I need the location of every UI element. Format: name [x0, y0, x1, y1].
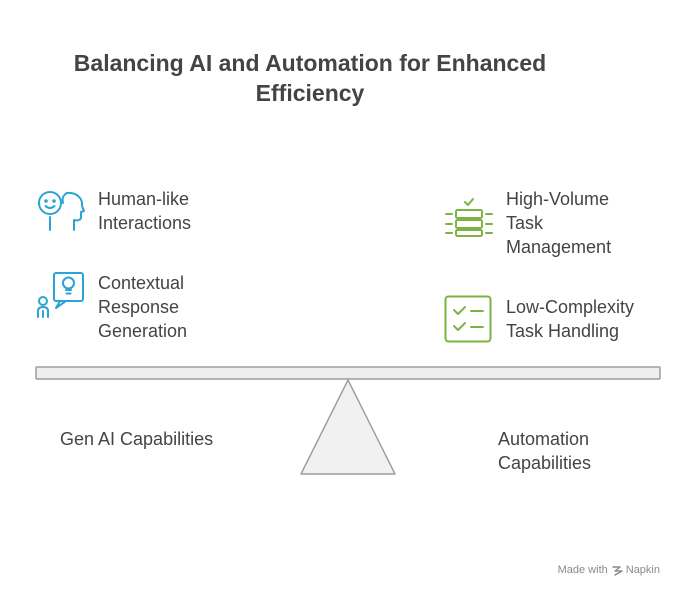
right-item-label: Low-Complexity Task Handling: [506, 297, 635, 341]
left-item-label: Contextual Response Generation: [98, 273, 188, 341]
left-item-human-like-interactions: Human-like Interactions: [36, 187, 191, 237]
title-line-1: Balancing AI and Automation for Enhanced: [73, 50, 547, 76]
credit-brand: Napkin: [625, 564, 660, 576]
made-with-napkin-credit: Made with Napkin: [558, 564, 660, 576]
human-head-smiley-icon: [38, 191, 85, 231]
right-item-low-complexity-task: Low-Complexity Task Handling: [444, 295, 634, 345]
left-item-contextual-response: Contextual Response Generation: [36, 271, 187, 343]
title-line-2: Efficiency: [255, 80, 365, 106]
right-group-label: Automation Capabilities: [498, 429, 592, 473]
scale-fulcrum: [300, 379, 396, 475]
left-group-label: Gen AI Capabilities: [60, 429, 214, 449]
checklist-icon: [444, 295, 492, 343]
scale-beam: [35, 366, 661, 380]
person-lightbulb-chat-icon: [37, 272, 84, 318]
diagram-title: Balancing AI and Automation for Enhanced…: [0, 48, 620, 108]
left-item-label: Human-like Interactions: [98, 189, 192, 233]
right-item-high-volume-task: High-Volume Task Management: [444, 187, 611, 259]
credit-prefix: Made with: [557, 564, 608, 576]
server-stack-check-icon: [445, 198, 493, 237]
right-item-label: High-Volume Task Management: [506, 189, 612, 257]
napkin-logo-icon: [612, 565, 623, 576]
